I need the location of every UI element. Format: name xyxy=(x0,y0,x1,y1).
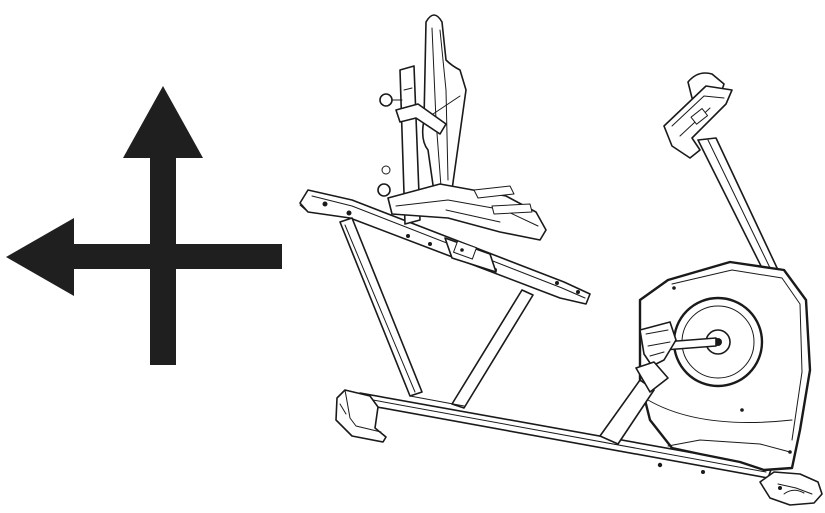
console-display-icon xyxy=(663,85,733,159)
arrow-left-icon xyxy=(6,218,282,296)
console-mast xyxy=(663,72,779,277)
recumbent-exercise-bike-icon xyxy=(299,14,823,506)
pedal-crank-icon xyxy=(639,321,717,367)
arrow-up-icon xyxy=(123,86,203,365)
front-downtube xyxy=(599,361,669,445)
flywheel-icon xyxy=(672,296,764,388)
seat-assembly xyxy=(377,14,547,241)
two-way-arrows-icon xyxy=(6,86,282,365)
rear-stabilizer-foot xyxy=(759,471,823,506)
seat-rail xyxy=(299,189,591,305)
frame-struts xyxy=(339,217,534,409)
front-stabilizer-foot xyxy=(335,389,387,443)
